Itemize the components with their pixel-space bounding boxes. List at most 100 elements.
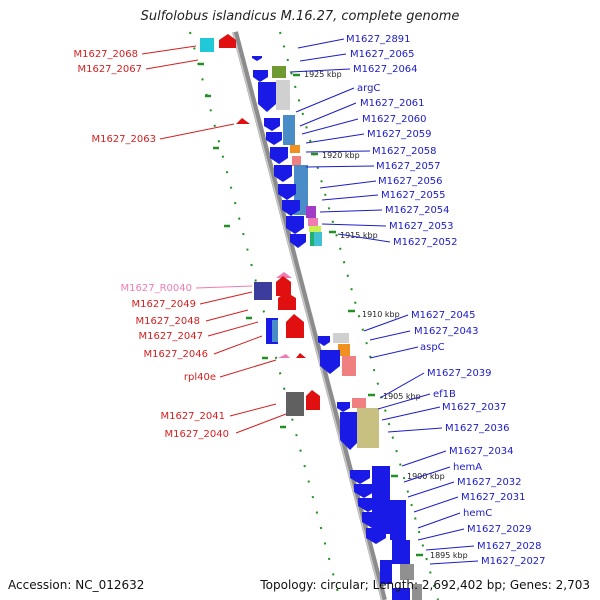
gene-label[interactable]: M1627_2047 bbox=[138, 331, 203, 342]
gene-label[interactable]: rpl40e bbox=[184, 372, 216, 383]
gene-label[interactable]: M1627_2063 bbox=[91, 134, 156, 145]
gene-block[interactable] bbox=[400, 564, 414, 580]
accession-text: Accession: NC_012632 bbox=[8, 578, 145, 592]
gene-arrow[interactable] bbox=[276, 272, 292, 278]
gene-block[interactable] bbox=[306, 206, 316, 218]
gene-label[interactable]: M1627_2058 bbox=[372, 146, 437, 157]
scale-tick-label: 1895 kbp bbox=[430, 551, 468, 560]
scale-tick-label: 1905 kbp bbox=[383, 392, 421, 401]
gene-block[interactable] bbox=[357, 408, 379, 448]
gene-arrow[interactable] bbox=[350, 470, 370, 484]
scale-tick-label: 1925 kbp bbox=[304, 70, 342, 79]
gene-label[interactable]: M1627_2027 bbox=[481, 556, 546, 567]
gene-label[interactable]: hemC bbox=[463, 508, 492, 519]
gene-label[interactable]: M1627_2043 bbox=[414, 326, 479, 337]
gene-arrow[interactable] bbox=[354, 484, 374, 498]
gene-label[interactable]: M1627_2891 bbox=[346, 34, 411, 45]
left-label-connectors bbox=[141, 45, 287, 434]
gene-arrow[interactable] bbox=[266, 132, 282, 145]
gene-arrow[interactable] bbox=[253, 70, 268, 82]
gene-label[interactable]: M1627_2037 bbox=[442, 402, 507, 413]
gene-label[interactable]: M1627_R0040 bbox=[121, 283, 192, 294]
gene-label[interactable]: M1627_2045 bbox=[411, 310, 476, 321]
gene-label[interactable]: hemA bbox=[453, 462, 482, 473]
scale-line-left bbox=[189, 31, 341, 600]
gene-arrow[interactable] bbox=[258, 82, 276, 112]
gene-label[interactable]: M1627_2056 bbox=[378, 176, 443, 187]
gene-block[interactable] bbox=[292, 156, 301, 166]
gene-arrow[interactable] bbox=[337, 402, 350, 412]
gene-arrow[interactable] bbox=[320, 350, 340, 374]
gene-label[interactable]: M1627_2036 bbox=[445, 423, 510, 434]
gene-block[interactable] bbox=[309, 226, 321, 232]
gene-label[interactable]: M1627_2053 bbox=[389, 221, 454, 232]
gene-block[interactable] bbox=[333, 333, 349, 343]
gene-block[interactable] bbox=[272, 320, 278, 342]
gene-label[interactable]: ef1B bbox=[433, 389, 456, 400]
gene-block[interactable] bbox=[254, 282, 272, 300]
gene-arrow[interactable] bbox=[278, 292, 296, 310]
gene-arrow[interactable] bbox=[282, 200, 300, 216]
gene-arrow[interactable] bbox=[278, 354, 290, 358]
gene-label[interactable]: M1627_2032 bbox=[457, 477, 522, 488]
gene-label[interactable]: M1627_2048 bbox=[135, 316, 200, 327]
gene-label[interactable]: M1627_2057 bbox=[376, 161, 441, 172]
gene-label[interactable]: M1627_2040 bbox=[164, 429, 229, 440]
gene-label[interactable]: M1627_2061 bbox=[360, 98, 425, 109]
gene-label[interactable]: M1627_2049 bbox=[131, 299, 196, 310]
scale-tick-marks-left bbox=[198, 62, 286, 429]
gene-block[interactable] bbox=[392, 588, 410, 600]
gene-block[interactable] bbox=[412, 584, 422, 600]
gene-label[interactable]: M1627_2034 bbox=[449, 446, 514, 457]
gene-label[interactable]: M1627_2064 bbox=[353, 64, 418, 75]
scale-tick-label: 1920 kbp bbox=[322, 151, 360, 160]
gene-block[interactable] bbox=[372, 466, 390, 534]
gene-label[interactable]: M1627_2031 bbox=[461, 492, 526, 503]
gene-block[interactable] bbox=[338, 344, 350, 356]
gene-block[interactable] bbox=[276, 80, 290, 110]
gene-label[interactable]: M1627_2054 bbox=[385, 205, 450, 216]
gene-block[interactable] bbox=[392, 540, 410, 564]
gene-arrow[interactable] bbox=[219, 34, 236, 48]
gene-arrow[interactable] bbox=[340, 412, 360, 450]
gene-block[interactable] bbox=[314, 232, 322, 246]
gene-arrow[interactable] bbox=[276, 276, 291, 296]
gene-label[interactable]: aspC bbox=[420, 342, 445, 353]
gene-block[interactable] bbox=[286, 392, 304, 416]
gene-label[interactable]: M1627_2065 bbox=[350, 49, 415, 60]
gene-block[interactable] bbox=[390, 500, 406, 540]
gene-label[interactable]: M1627_2046 bbox=[143, 349, 208, 360]
gene-label[interactable]: M1627_2029 bbox=[467, 524, 532, 535]
gene-label[interactable]: argC bbox=[357, 83, 380, 94]
gene-arrow[interactable] bbox=[270, 147, 288, 164]
gene-block[interactable] bbox=[352, 398, 366, 408]
gene-arrow[interactable] bbox=[236, 118, 250, 124]
gene-block[interactable] bbox=[380, 560, 392, 584]
gene-arrow[interactable] bbox=[318, 336, 330, 346]
gene-arrow[interactable] bbox=[286, 314, 304, 338]
gene-label[interactable]: M1627_2059 bbox=[367, 129, 432, 140]
gene-arrow[interactable] bbox=[286, 216, 304, 234]
gene-block[interactable] bbox=[308, 218, 318, 226]
gene-arrow[interactable] bbox=[252, 56, 262, 61]
gene-label[interactable]: M1627_2055 bbox=[381, 190, 446, 201]
gene-block[interactable] bbox=[200, 38, 214, 52]
gene-block[interactable] bbox=[290, 145, 300, 153]
gene-arrow[interactable] bbox=[274, 165, 292, 182]
gene-arrow[interactable] bbox=[290, 234, 306, 248]
gene-block[interactable] bbox=[272, 66, 286, 78]
gene-label[interactable]: M1627_2067 bbox=[77, 64, 142, 75]
gene-label[interactable]: M1627_2052 bbox=[393, 237, 458, 248]
gene-label[interactable]: M1627_2041 bbox=[160, 411, 225, 422]
gene-label[interactable]: M1627_2039 bbox=[427, 368, 492, 379]
gene-block[interactable] bbox=[342, 356, 356, 376]
gene-label[interactable]: M1627_2028 bbox=[477, 541, 542, 552]
gene-arrow[interactable] bbox=[278, 184, 296, 200]
gene-arrow[interactable] bbox=[306, 390, 320, 410]
gene-arrow[interactable] bbox=[264, 118, 280, 131]
gene-block[interactable] bbox=[283, 115, 295, 145]
gene-label[interactable]: M1627_2068 bbox=[73, 49, 138, 60]
gene-arrow[interactable] bbox=[296, 353, 306, 358]
gene-label[interactable]: M1627_2060 bbox=[362, 114, 427, 125]
